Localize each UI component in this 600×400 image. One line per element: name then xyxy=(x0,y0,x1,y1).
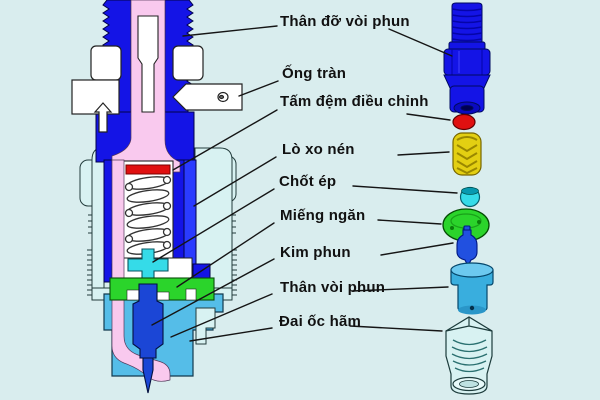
hex-flange-right xyxy=(172,45,204,81)
leader-lines xyxy=(151,25,458,342)
label-needle: Kim phun xyxy=(280,244,351,261)
compression-spring-part xyxy=(452,132,482,176)
label-overflow-pipe: Ống tràn xyxy=(282,65,347,82)
label-spacer: Miếng ngăn xyxy=(280,207,366,224)
lock-nut-step xyxy=(195,307,216,345)
nozzle-body-part xyxy=(450,262,494,315)
cross-section xyxy=(71,0,243,394)
hex-flange-left xyxy=(90,45,122,81)
label-press-pin: Chốt ép xyxy=(279,173,337,190)
lock-nut-part xyxy=(445,316,493,395)
label-lock-nut: Đai ốc hãm xyxy=(279,313,362,330)
label-injector-holder-body: Thân đỡ vòi phun xyxy=(280,13,410,30)
label-nozzle-body: Thân vòi phun xyxy=(280,279,386,296)
label-compression-spring: Lò xo nén xyxy=(282,141,355,158)
spacer-section xyxy=(109,277,215,301)
press-pin-part xyxy=(459,186,481,208)
flow-arrow xyxy=(93,102,113,133)
adjusting-shim-part xyxy=(452,113,476,131)
exploded-parts xyxy=(442,2,494,395)
fuel-channel-lower xyxy=(111,159,171,382)
holder-body-part xyxy=(443,2,491,115)
adjusting-shim-section xyxy=(125,164,171,175)
fittings xyxy=(71,45,243,133)
needle-section xyxy=(132,283,164,394)
label-adjusting-shim: Tấm đệm điều chỉnh xyxy=(280,93,429,110)
overflow-pipe xyxy=(172,83,243,111)
inlet-fitting-box xyxy=(71,79,120,115)
pressure-rod xyxy=(137,15,159,113)
